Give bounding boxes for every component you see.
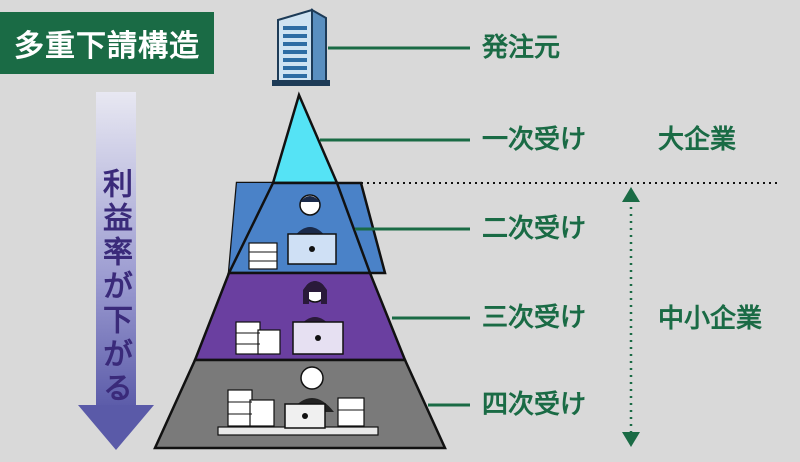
small-company-range-arrow	[622, 187, 640, 447]
group-label-large: 大企業	[658, 125, 737, 155]
worker-tier-2-icon	[248, 194, 337, 270]
worker-tier-4-icon	[217, 366, 379, 436]
tier-label-client: 発注元	[482, 33, 561, 63]
tier-label-quaternary: 四次受け	[482, 390, 587, 420]
tier-label-tertiary: 三次受け	[482, 303, 587, 333]
group-label-small: 中小企業	[658, 304, 763, 334]
client-building-icon	[272, 8, 330, 86]
diagram-title: 多重下請構造	[0, 12, 214, 74]
tier-label-primary: 一次受け	[482, 125, 587, 155]
worker-tier-3-icon	[235, 281, 344, 355]
profit-down-arrow	[78, 92, 154, 450]
profit-down-label: 利益率が下がる	[97, 168, 132, 406]
tier-label-secondary: 二次受け	[482, 214, 587, 244]
